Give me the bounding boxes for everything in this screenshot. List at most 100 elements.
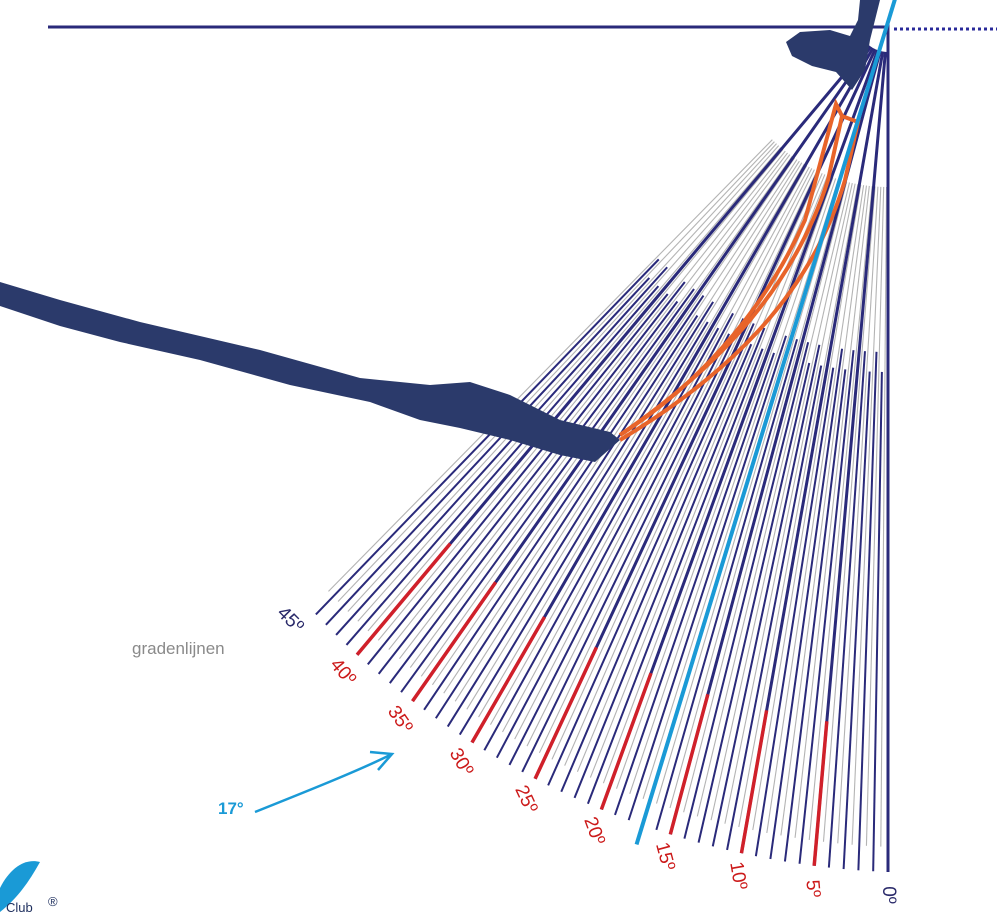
degree-label-40: 40º (326, 655, 360, 690)
degree-line-red-tip-35 (411, 581, 498, 703)
minor-degree-line (443, 159, 798, 694)
degree-label-10: 10º (725, 860, 751, 891)
degree-label-15: 15º (651, 840, 679, 873)
degree-line-12 (711, 344, 821, 847)
highlight-angle-callout: 17° (218, 799, 244, 818)
minor-degree-line (551, 171, 821, 760)
minor-degree-line (489, 165, 808, 725)
degree-line-red-tip-40 (355, 542, 452, 656)
degree-line-31 (458, 321, 709, 736)
degree-line-3 (842, 371, 871, 870)
minor-degree-line (431, 157, 795, 686)
minor-degree-line (478, 163, 805, 718)
degree-line-27 (508, 333, 730, 766)
degree-line-16 (655, 338, 799, 831)
degree-line-22 (573, 327, 766, 799)
minor-degree-line (357, 145, 780, 622)
degree-label-30: 30º (445, 745, 477, 780)
degree-line-28 (495, 312, 734, 759)
minor-degree-line (367, 147, 782, 632)
minor-degree-line (865, 186, 885, 846)
degree-line-42 (335, 266, 668, 636)
degree-line-36 (400, 288, 695, 693)
degree-line-red-tip-15 (668, 693, 710, 835)
frame-lines (48, 22, 997, 872)
minor-degree-line (710, 182, 853, 821)
minor-degree-line (808, 186, 873, 840)
degree-line-44 (315, 258, 660, 616)
degree-line-4 (827, 351, 866, 868)
degree-label-5: 5º (801, 879, 823, 898)
logo-text: Club (6, 900, 33, 912)
degree-line-red-tip-5 (812, 721, 829, 866)
degree-line-24 (547, 323, 755, 786)
highlight-angle-line (634, 0, 897, 846)
degree-line-13 (697, 362, 811, 843)
gradenlijnen-caption: gradenlijnen (132, 639, 225, 658)
logo-mark-icon (0, 861, 40, 912)
degree-line-14 (683, 341, 810, 839)
minor-degree-lines (328, 139, 888, 847)
minor-degree-line (669, 180, 845, 809)
degree-line-39 (367, 293, 669, 666)
minor-degree-line (526, 169, 815, 747)
logo-registered-mark: ® (48, 894, 58, 909)
minor-degree-line (642, 179, 839, 799)
degree-line-37 (389, 300, 679, 684)
minor-degree-line (409, 154, 791, 668)
club-head-shape (786, 0, 880, 90)
highlight-line-17-degree (634, 0, 897, 846)
degree-line-7 (783, 369, 847, 862)
minor-degree-line (399, 152, 788, 660)
minor-degree-line (589, 175, 829, 778)
minor-degree-line (752, 184, 862, 831)
degree-line-21 (586, 348, 764, 805)
degree-line-11 (726, 365, 823, 851)
callout-arrow-shaft (254, 753, 391, 814)
degree-line-34 (423, 295, 705, 711)
minor-degree-line (880, 186, 888, 847)
degree-line-33 (435, 314, 699, 719)
minor-degree-line (514, 168, 813, 740)
degree-line-red-tip-10 (739, 710, 769, 854)
degree-line-6 (798, 350, 855, 864)
degree-line-43 (325, 277, 651, 626)
degree-line-red-tip-20 (599, 672, 653, 811)
degree-line-32 (446, 301, 714, 728)
minor-degree-line (655, 180, 842, 804)
golf-club-shapes (0, 0, 880, 462)
degree-label-25: 25º (510, 782, 541, 816)
degree-line-26 (521, 318, 745, 773)
degree-line-41 (345, 285, 660, 646)
minor-degree-line (766, 185, 865, 833)
minor-degree-line (347, 143, 777, 612)
degree-line-2 (857, 351, 878, 871)
minor-degree-line (502, 166, 810, 733)
degree-line-red-tip-30 (470, 616, 547, 744)
club-shaft-shape (0, 282, 620, 462)
degree-line-38 (377, 281, 686, 675)
degree-label-20: 20º (579, 814, 608, 848)
minor-degree-line (837, 186, 879, 844)
degree-line-8 (769, 348, 844, 860)
minor-degree-line (328, 139, 773, 592)
minor-degree-line (794, 185, 870, 838)
minor-degree-line (780, 185, 868, 836)
minor-degree-line (738, 184, 859, 828)
minor-degree-line (683, 181, 848, 813)
minor-degree-line (388, 150, 786, 650)
major-degree-lines (315, 44, 887, 872)
minor-degree-line (466, 162, 803, 710)
minor-degree-line (822, 186, 876, 842)
degree-line-18 (627, 335, 787, 821)
minor-degree-line (337, 141, 775, 602)
annotations: gradenlijnen 17° Club ® (0, 639, 395, 915)
degree-label-45: 45º (273, 603, 308, 638)
minor-degree-line (724, 183, 856, 824)
loft-arc-inner (618, 98, 844, 437)
degree-line-red-tip-25 (533, 646, 598, 780)
minor-degree-line (377, 148, 784, 641)
degree-label-0: 0º (878, 886, 899, 904)
minor-degree-line (602, 176, 831, 784)
